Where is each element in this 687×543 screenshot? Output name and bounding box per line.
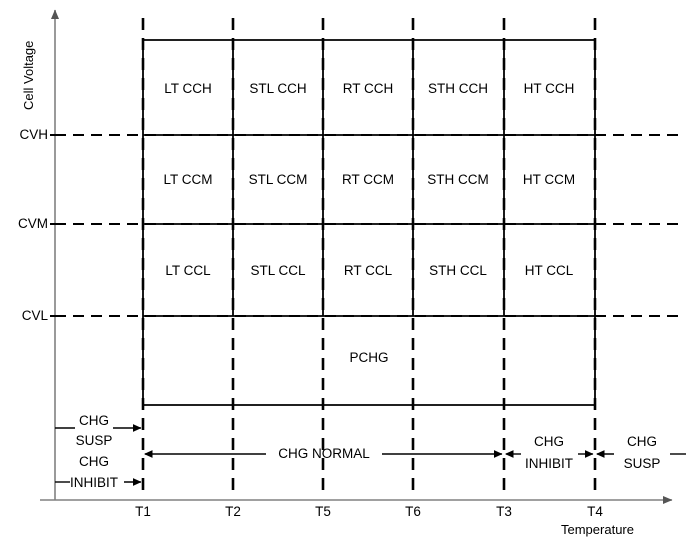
matrix-cell-ht-ccl: HT CCL [524, 263, 574, 279]
matrix-cell-lt-cch: LT CCH [164, 81, 212, 97]
y-tick-label-cvh: CVH [19, 127, 48, 143]
x-tick-label-t3: T3 [496, 504, 512, 519]
left-chg-susp-line2: SUSP [75, 433, 113, 449]
tick-marks [50, 134, 60, 317]
left-annotation-arrows [55, 424, 142, 486]
axis-lines [40, 9, 673, 504]
right-chg-susp-line1: CHG [627, 434, 657, 450]
voltage-gridlines [55, 134, 684, 317]
charge-matrix-outline [142, 39, 596, 406]
y-axis-title: Cell Voltage [21, 40, 36, 110]
x-tick-label-t6: T6 [405, 504, 421, 519]
pchg-band-label: PCHG [349, 350, 389, 366]
matrix-cell-lt-ccl: LT CCL [165, 263, 211, 279]
x-axis-title: Temperature [561, 522, 634, 537]
matrix-cell-ht-ccm: HT CCM [522, 172, 576, 188]
left-chg-inhibit-line1: CHG [79, 454, 109, 470]
left-chg-inhibit-line2: INHIBIT [69, 475, 119, 491]
x-tick-label-t2: T2 [225, 504, 241, 519]
matrix-cell-stl-ccm: STL CCM [248, 172, 308, 188]
matrix-cell-sth-ccl: STH CCL [429, 263, 487, 279]
right-chg-inhibit-line1: CHG [534, 434, 564, 450]
matrix-cell-stl-ccl: STL CCL [250, 263, 306, 279]
chg-normal-label: CHG NORMAL [278, 446, 370, 462]
x-tick-label-t1: T1 [135, 504, 151, 519]
matrix-cell-stl-cch: STL CCH [249, 81, 307, 97]
matrix-cell-sth-cch: STH CCH [428, 81, 488, 97]
x-tick-label-t4: T4 [587, 504, 603, 519]
y-tick-label-cvm: CVM [18, 216, 48, 232]
matrix-cell-rt-cch: RT CCH [342, 81, 394, 97]
matrix-cell-rt-ccm: RT CCM [341, 172, 395, 188]
matrix-cell-lt-ccm: LT CCM [163, 172, 213, 188]
x-tick-label-t5: T5 [315, 504, 331, 519]
right-chg-susp-line2: SUSP [623, 456, 661, 472]
y-tick-label-cvl: CVL [21, 308, 48, 324]
left-chg-susp-line1: CHG [79, 413, 109, 429]
right-chg-inhibit-line2: INHIBIT [524, 456, 574, 472]
matrix-cell-sth-ccm: STH CCM [427, 172, 489, 188]
matrix-cell-rt-ccl: RT CCL [343, 263, 393, 279]
matrix-cell-ht-cch: HT CCH [523, 81, 575, 97]
